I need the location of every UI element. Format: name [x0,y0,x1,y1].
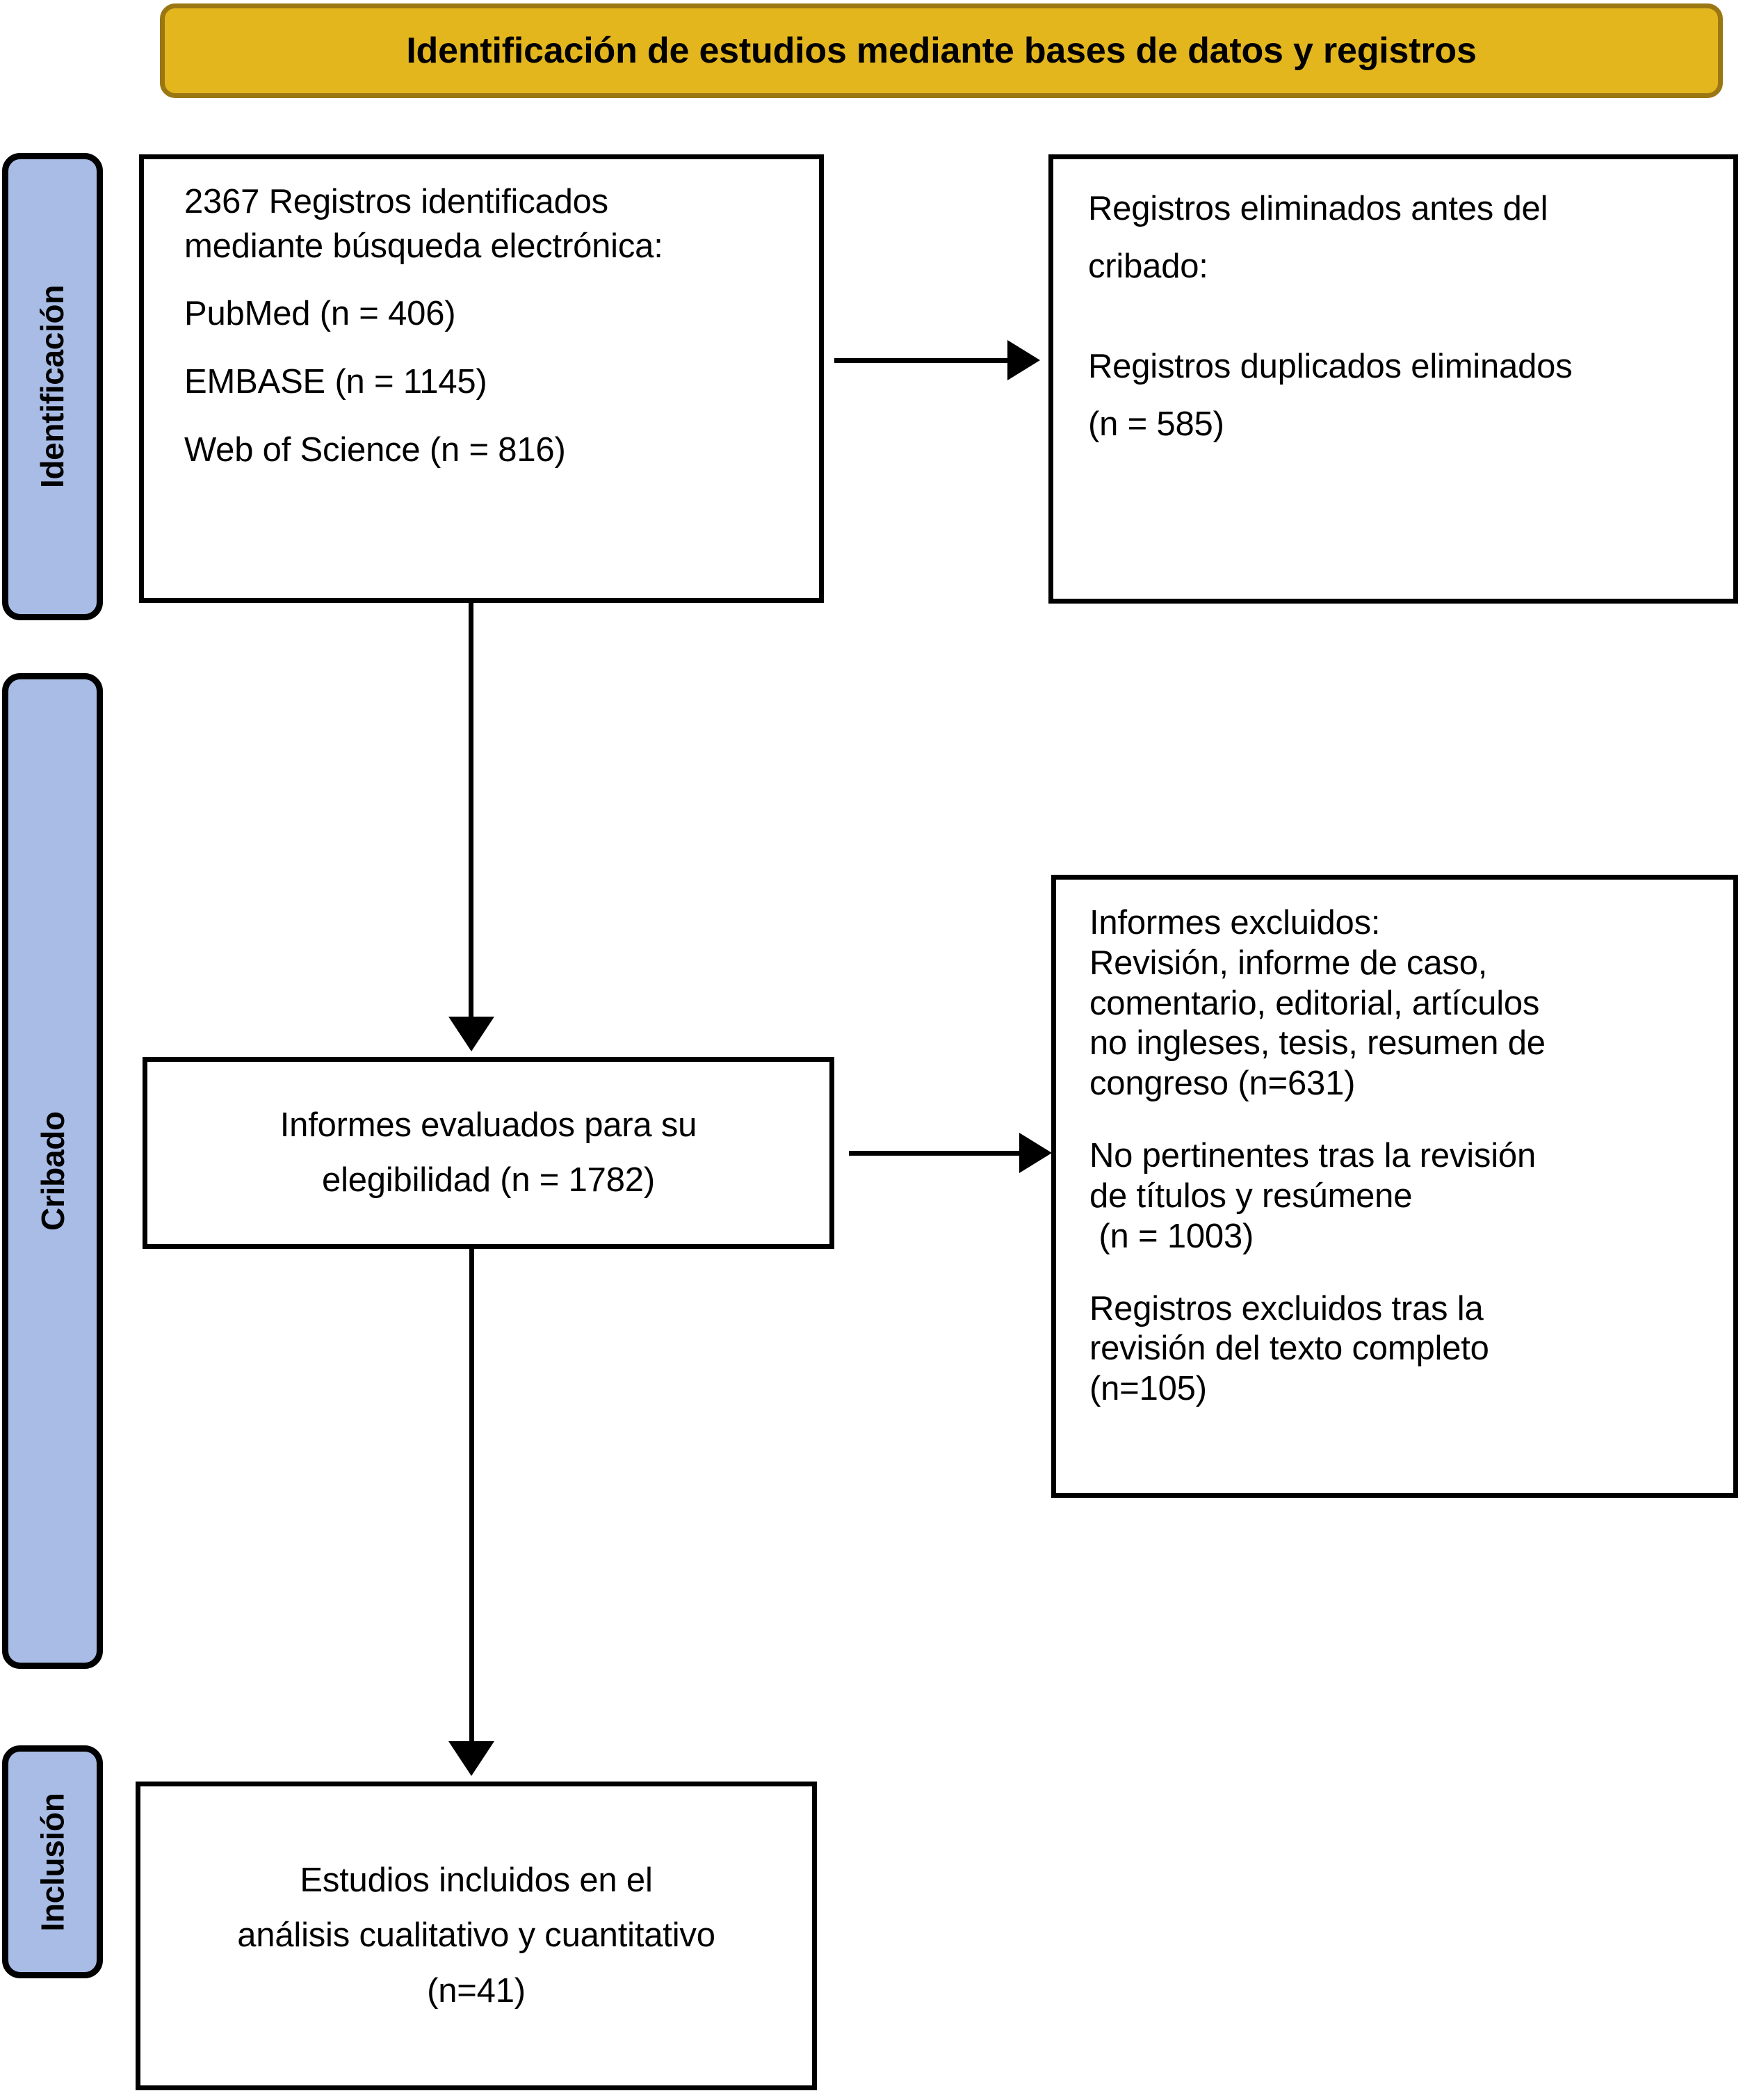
studies-included-count: (n=41) [427,1971,526,2010]
records-removed-line-2: cribado: [1088,248,1208,286]
stage-label-cribado-text: Cribado [34,1111,71,1231]
reports-eligibility-line-2: elegibilidad (n = 1782) [322,1161,655,1199]
reports-excluded-reason2-count: (n = 1003) [1089,1217,1254,1255]
diagram-header-banner: Identificación de estudios mediante base… [160,3,1723,98]
stage-label-identificacion-text: Identificación [34,284,71,489]
records-removed-line-1: Registros eliminados antes del [1088,190,1548,227]
node-reports-eligibility: Informes evaluados para su elegibilidad … [143,1057,834,1249]
node-reports-excluded: Informes excluidos: Revisión, informe de… [1051,875,1738,1498]
stage-label-inclusion: Inclusión [2,1745,103,1978]
arrow-right-icon [1007,340,1040,380]
reports-eligibility-line-1: Informes evaluados para su [279,1106,697,1144]
reports-excluded-reason1-line2: comentario, editorial, artículos [1089,984,1540,1022]
connector-identified-to-removed-line [834,358,1010,363]
spacer [184,268,819,292]
spacer [184,405,819,428]
stage-label-inclusion-text: Inclusión [34,1792,71,1932]
arrow-down-icon [448,1741,494,1776]
stage-label-identificacion: Identificación [2,153,103,620]
stage-label-cribado: Cribado [2,673,103,1669]
records-identified-source-embase: EMBASE (n = 1145) [184,363,487,401]
node-records-identified: 2367 Registros identificados mediante bú… [139,154,824,603]
arrow-right-icon [1019,1133,1052,1173]
reports-excluded-reason3-line1: Registros excluidos tras la [1089,1289,1484,1327]
reports-excluded-reason2-line2: de títulos y resúmene [1089,1177,1413,1215]
records-identified-line-2: mediante búsqueda electrónica: [184,227,663,265]
reports-excluded-reason2-line1: No pertinentes tras la revisión [1089,1137,1536,1175]
studies-included-line-2: análisis cualitativo y cuantitativo [237,1916,715,1955]
spacer [184,337,819,360]
diagram-title: Identificación de estudios mediante base… [406,31,1477,71]
reports-excluded-reason1-count: congreso (n=631) [1089,1065,1356,1103]
connector-eligibility-to-included-line [469,1249,474,1744]
spacer [1089,1257,1733,1289]
spacer [1088,296,1733,338]
node-records-identified-content: 2367 Registros identificados mediante bú… [144,159,819,598]
node-reports-eligibility-content: Informes evaluados para su elegibilidad … [147,1062,829,1244]
connector-identified-to-eligibility-line [469,603,473,1020]
records-identified-line-1: 2367 Registros identificados [184,183,608,220]
node-records-removed: Registros eliminados antes del cribado: … [1048,154,1738,604]
records-identified-source-pubmed: PubMed (n = 406) [184,295,456,333]
reports-excluded-reason1-line1: Revisión, informe de caso, [1089,944,1488,982]
studies-included-line-1: Estudios incluidos en el [300,1861,653,1899]
node-records-removed-content: Registros eliminados antes del cribado: … [1053,159,1733,599]
reports-excluded-reason1-line3: no ingleses, tesis, resumen de [1089,1024,1546,1063]
records-removed-duplicates-label: Registros duplicados eliminados [1088,347,1573,385]
spacer [1089,1104,1733,1136]
node-reports-excluded-content: Informes excluidos: Revisión, informe de… [1056,880,1733,1493]
records-identified-source-wos: Web of Science (n = 816) [184,430,566,469]
arrow-down-icon [448,1017,494,1051]
reports-excluded-reason3-line2: revisión del texto completo [1089,1330,1489,1368]
node-studies-included: Estudios incluidos en el análisis cualit… [136,1782,817,2090]
reports-excluded-reason3-count: (n=105) [1089,1370,1207,1408]
node-studies-included-content: Estudios incluidos en el análisis cualit… [140,1786,812,2085]
records-removed-duplicates-count: (n = 585) [1088,405,1224,443]
connector-eligibility-to-excluded-line [849,1151,1021,1156]
reports-excluded-heading: Informes excluidos: [1089,904,1381,942]
